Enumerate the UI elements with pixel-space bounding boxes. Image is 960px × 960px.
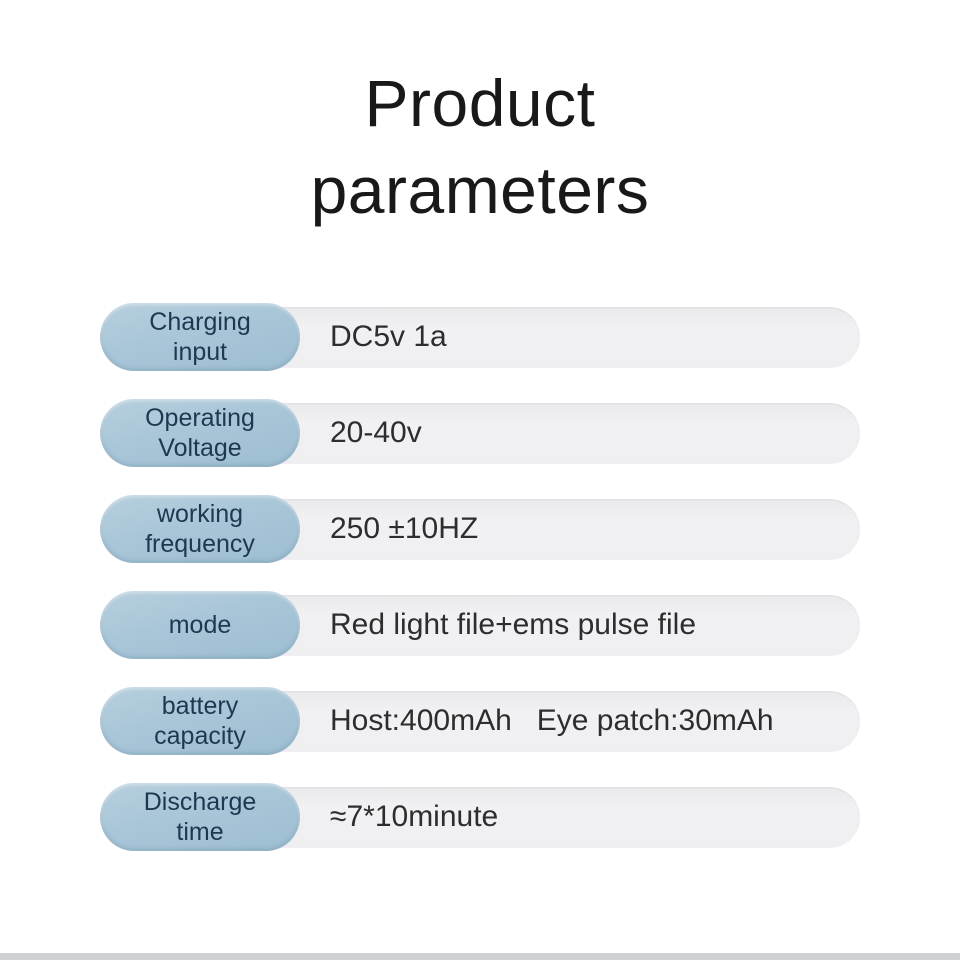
spec-value: 250 ±10HZ	[330, 512, 479, 545]
spec-label-pill: Charging input	[100, 303, 300, 371]
spec-label-line: battery	[161, 692, 239, 720]
spec-row-battery-capacity: battery capacity Host:400mAh Eye patch:3…	[100, 687, 860, 755]
spec-value: DC5v 1a	[330, 320, 447, 353]
spec-label-line: Charging	[149, 308, 251, 336]
spec-row-mode: mode Red light file+ems pulse file	[100, 591, 860, 659]
page-title: Product parameters	[0, 60, 960, 234]
page-title-line-2: parameters	[310, 153, 650, 227]
spec-label-line: input	[172, 338, 228, 366]
spec-label-line: capacity	[154, 722, 246, 750]
spec-label-pill: mode	[100, 591, 300, 659]
spec-label-line: mode	[168, 611, 232, 639]
spec-label-line: frequency	[145, 530, 255, 558]
spec-label-line: Voltage	[158, 434, 242, 462]
spec-label-line: Discharge	[143, 788, 257, 816]
spec-value: 20-40v	[330, 416, 422, 449]
spec-value: ≈7*10minute	[330, 800, 499, 833]
spec-label-line: Operating	[145, 404, 255, 432]
spec-label-line: working	[156, 500, 244, 528]
spec-row-discharge-time: Discharge time ≈7*10minute	[100, 783, 860, 851]
spec-label-pill: Discharge time	[100, 783, 300, 851]
spec-table: Charging input DC5v 1a Operating Voltage…	[100, 303, 860, 851]
page-title-line-1: Product	[364, 66, 596, 140]
spec-row-operating-voltage: Operating Voltage 20-40v	[100, 399, 860, 467]
spec-row-working-frequency: working frequency 250 ±10HZ	[100, 495, 860, 563]
spec-value: Host:400mAh Eye patch:30mAh	[330, 704, 774, 737]
spec-label-pill: working frequency	[100, 495, 300, 563]
spec-label-line: time	[176, 818, 224, 846]
spec-label-pill: battery capacity	[100, 687, 300, 755]
spec-row-charging-input: Charging input DC5v 1a	[100, 303, 860, 371]
spec-label-pill: Operating Voltage	[100, 399, 300, 467]
spec-value: Red light file+ems pulse file	[330, 608, 697, 641]
bottom-divider	[0, 953, 960, 960]
